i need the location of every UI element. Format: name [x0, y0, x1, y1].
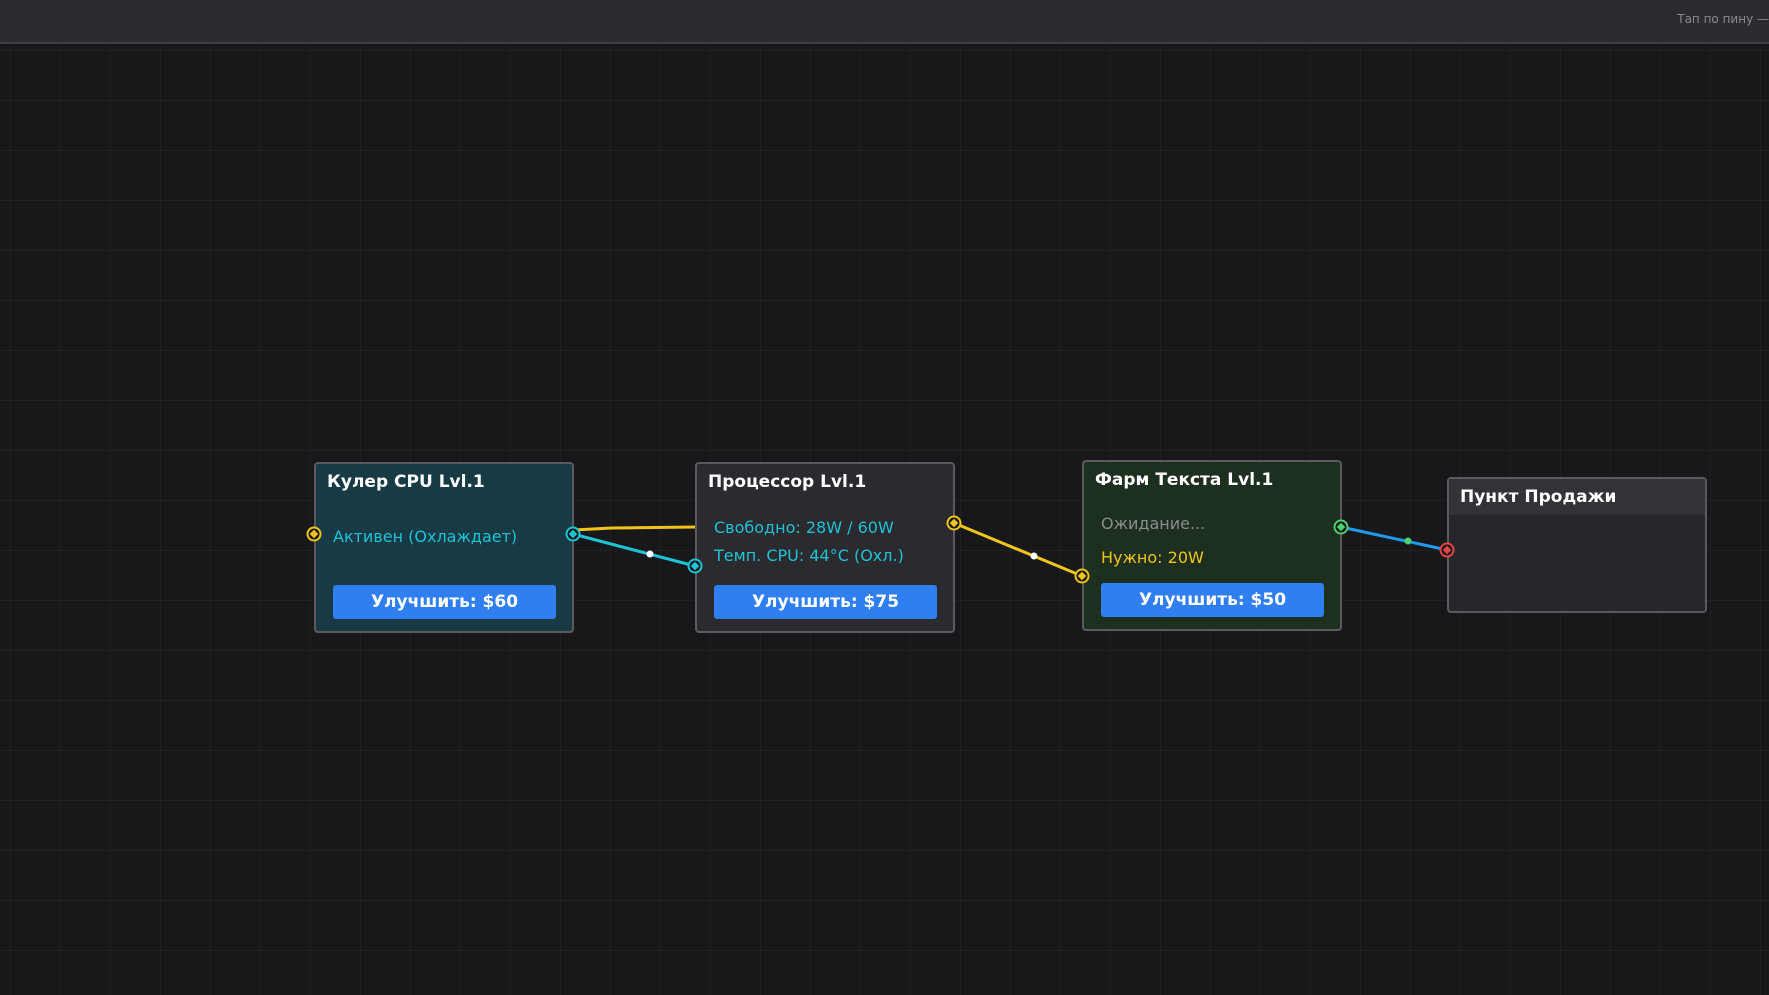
node-title: Процессор Lvl.1	[708, 472, 867, 492]
cpu-power-free: Свободно: 28W / 60W	[714, 518, 894, 537]
farm-power-need: Нужно: 20W	[1101, 548, 1204, 567]
top-bar: Тап по пину —	[0, 0, 1769, 44]
cooler-status: Активен (Охлаждает)	[333, 527, 518, 546]
farm-status: Ожидание...	[1101, 514, 1206, 533]
upgrade-button[interactable]: Улучшить: $50	[1101, 583, 1324, 617]
node-cooler[interactable]: Кулер CPU Lvl.1 Активен (Охлаждает) Улуч…	[314, 462, 574, 633]
cpu-temperature: Темп. CPU: 44°C (Охл.)	[714, 546, 904, 565]
node-cpu[interactable]: Процессор Lvl.1 Свободно: 28W / 60W Темп…	[695, 462, 955, 633]
node-title: Пункт Продажи	[1449, 479, 1705, 515]
node-text-farm[interactable]: Фарм Текста Lvl.1 Ожидание... Нужно: 20W…	[1082, 460, 1342, 631]
node-title: Кулер CPU Lvl.1	[327, 472, 485, 492]
hint-text: Тап по пину —	[1677, 12, 1769, 26]
upgrade-button[interactable]: Улучшить: $75	[714, 585, 937, 619]
node-title: Фарм Текста Lvl.1	[1095, 470, 1274, 490]
node-sale-point[interactable]: Пункт Продажи	[1447, 477, 1707, 613]
upgrade-button[interactable]: Улучшить: $60	[333, 585, 556, 619]
